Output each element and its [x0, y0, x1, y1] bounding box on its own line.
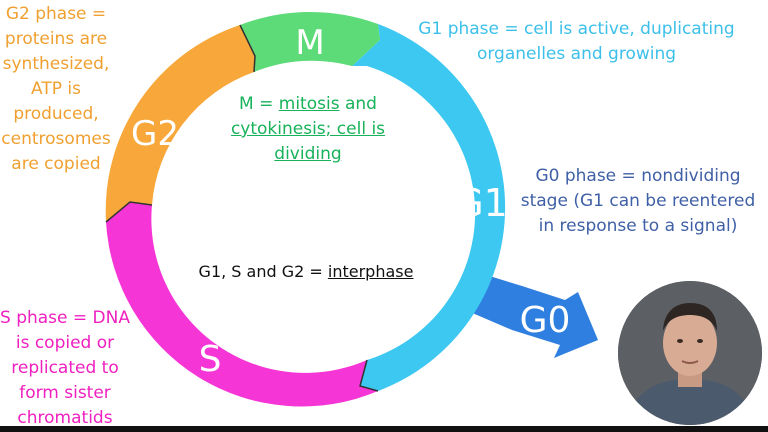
mitosis-term: mitosis [278, 94, 340, 114]
seam-line [105, 201, 153, 223]
hair-shape [663, 303, 717, 331]
m-segment [240, 11, 380, 72]
interphase-description: G1, S and G2 = interphase [186, 259, 426, 284]
seam-line [239, 24, 256, 73]
mouth-shape [681, 360, 699, 364]
bottom-bar [0, 426, 768, 432]
g0-label: G0 [520, 300, 571, 341]
eye-shape [677, 339, 683, 343]
hoodie-shape [626, 379, 754, 425]
g1-description: G1 phase = cell is active, duplicating o… [418, 19, 735, 64]
m-label: M [295, 23, 324, 63]
g2-description: G2 phase = proteins are synthesized, ATP… [1, 4, 111, 174]
seam-line [359, 359, 379, 392]
g2-label: G2 [131, 114, 179, 154]
m-prefix: M = [239, 94, 279, 114]
interphase-prefix: G1, S and G2 = [198, 262, 328, 281]
g1-segment [352, 24, 506, 391]
interphase-term: interphase [327, 262, 414, 281]
g0-branch-segment [470, 270, 598, 358]
s-label: S [199, 339, 222, 380]
s-segment [106, 202, 378, 407]
g1-label: G1 [454, 181, 508, 225]
face-shape [663, 310, 717, 376]
person-video-thumbnail-icon [618, 281, 762, 425]
m-and: and [339, 94, 377, 114]
g0-description: G0 phase = nondividing stage (G1 can be … [520, 166, 756, 236]
s-description: S phase = DNA is copied or replicated to… [0, 308, 130, 428]
presenter-webcam [618, 281, 762, 425]
m-description: M = mitosis and cytokinesis; cell is div… [222, 92, 394, 167]
eye-shape [697, 339, 703, 343]
cytokinesis-term: cytokinesis; cell is dividing [230, 119, 386, 164]
g2-segment [105, 25, 255, 222]
